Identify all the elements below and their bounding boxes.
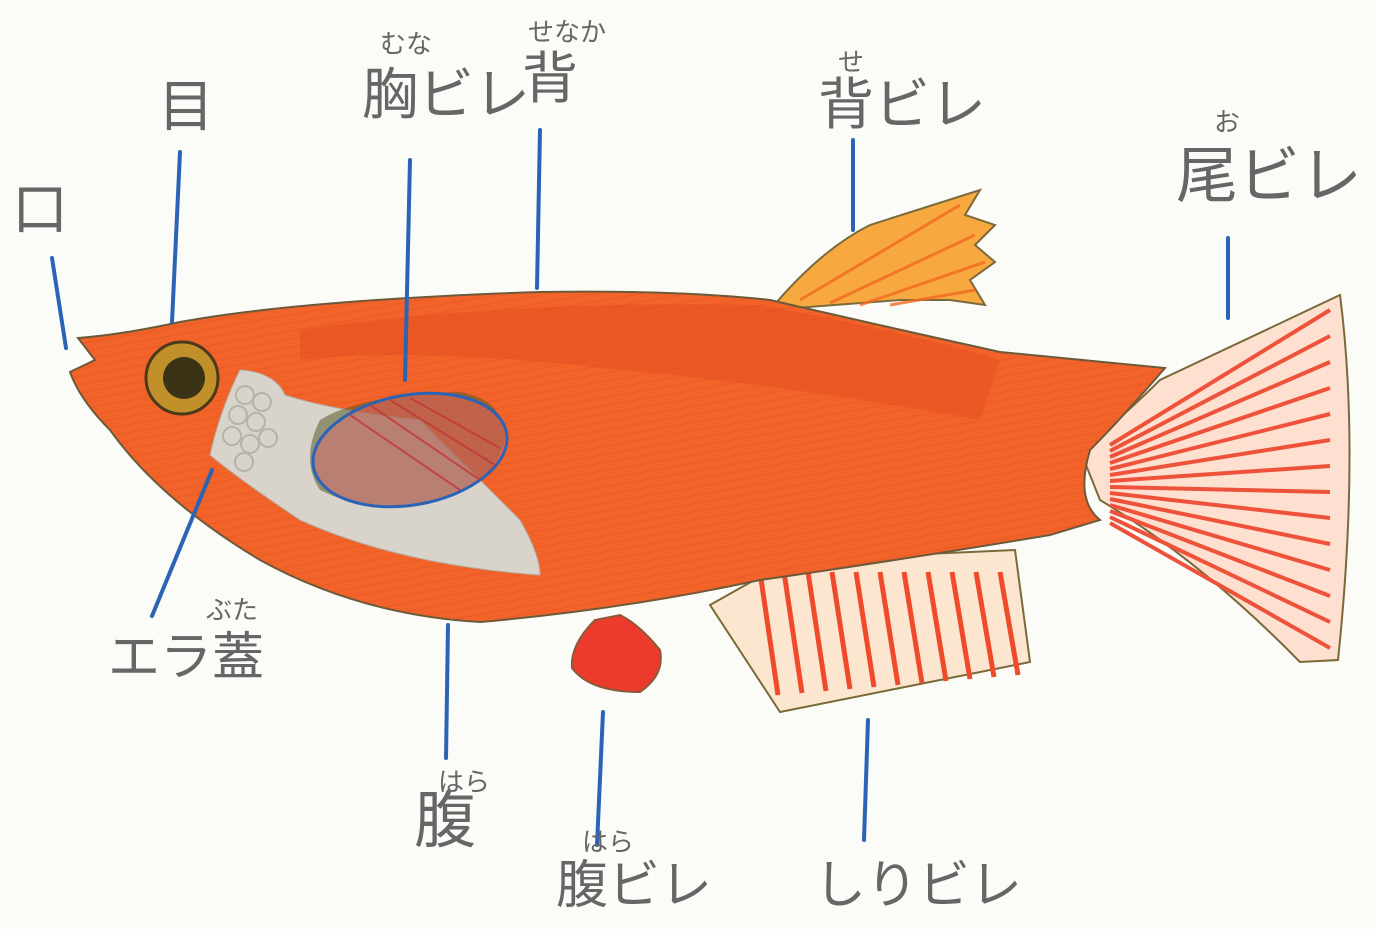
label-dorsal-fin: 背ビレ [818,78,986,134]
ruby-back: せなか [528,20,606,46]
ruby-pectoral: むな [380,32,432,58]
label-back: 背 [522,52,578,108]
ruby-gill: ぶた [206,598,258,624]
label-mouth: 口 [12,183,68,239]
label-pectoral-fin: 胸ビレ [362,68,530,124]
ruby-pelvic: はら [582,830,634,856]
label-tail-fin: 尾ビレ [1176,145,1362,207]
label-pelvic-fin: 腹ビレ [556,860,712,912]
label-belly: 腹 [414,790,476,852]
ruby-tail: お [1214,110,1240,136]
pelvic-fin [572,615,661,692]
label-eye: 目 [158,80,214,136]
label-anal-fin: しりビレ [814,860,1022,912]
label-gill-cover: エラ蓋 [108,632,264,684]
